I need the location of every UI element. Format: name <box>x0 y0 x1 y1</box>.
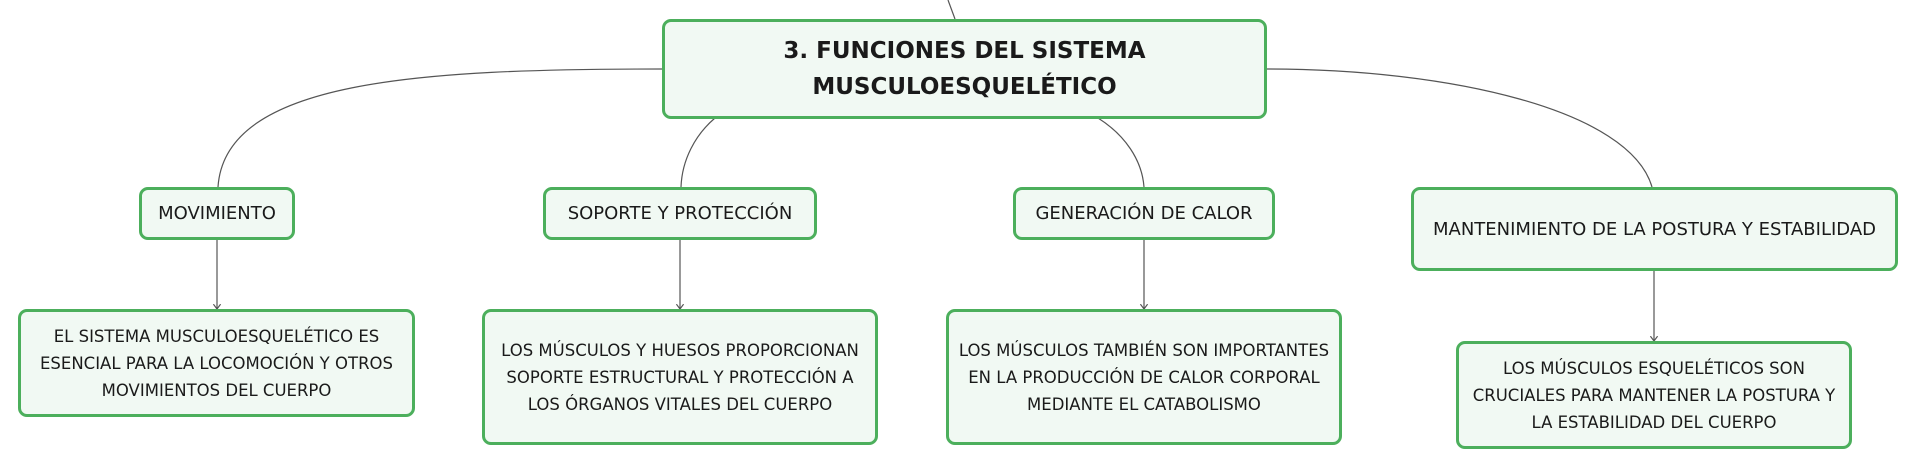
detail-node-postura-estabilidad[interactable]: LOS MÚSCULOS ESQUELÉTICOS SON CRUCIALES … <box>1456 341 1852 449</box>
connector-root-to-soporte <box>680 117 716 188</box>
detail-line: LA ESTABILIDAD DEL CUERPO <box>1531 412 1777 432</box>
branch-node-postura-estabilidad[interactable]: MANTENIMIENTO DE LA POSTURA Y ESTABILIDA… <box>1411 187 1898 271</box>
detail-line: LOS MÚSCULOS Y HUESOS PROPORCIONAN <box>501 340 859 360</box>
detail-line: EL SISTEMA MUSCULOESQUELÉTICO ES <box>53 326 380 346</box>
connector-root-to-generacion <box>1097 117 1145 188</box>
detail-line: MOVIMIENTOS DEL CUERPO <box>101 380 332 400</box>
detail-line: CRUCIALES PARA MANTENER LA POSTURA Y <box>1472 385 1836 405</box>
root-node[interactable]: 3. FUNCIONES DEL SISTEMA MUSCULOESQUELÉT… <box>662 19 1267 119</box>
branch-node-movimiento[interactable]: MOVIMIENTO <box>139 187 295 240</box>
connector-root-to-postura <box>1266 68 1653 188</box>
detail-line: SOPORTE ESTRUCTURAL Y PROTECCIÓN A <box>506 367 854 387</box>
branch-node-generacion-calor[interactable]: GENERACIÓN DE CALOR <box>1013 187 1275 240</box>
detail-line: ESENCIAL PARA LA LOCOMOCIÓN Y OTROS <box>40 353 393 373</box>
branch-label: MOVIMIENTO <box>158 203 276 224</box>
detail-line: LOS ÓRGANOS VITALES DEL CUERPO <box>527 394 833 414</box>
detail-node-soporte-proteccion[interactable]: LOS MÚSCULOS Y HUESOS PROPORCIONAN SOPOR… <box>482 309 878 445</box>
detail-line: LOS MÚSCULOS ESQUELÉTICOS SON <box>1502 358 1805 378</box>
detail-node-movimiento[interactable]: EL SISTEMA MUSCULOESQUELÉTICO ES ESENCIA… <box>18 309 415 417</box>
connector-root-to-movimiento <box>217 68 663 188</box>
connector-parent-to-root <box>947 0 956 20</box>
branch-label: SOPORTE Y PROTECCIÓN <box>567 203 793 224</box>
branch-label: GENERACIÓN DE CALOR <box>1035 203 1253 224</box>
detail-line: EN LA PRODUCCIÓN DE CALOR CORPORAL <box>968 367 1320 387</box>
root-title-line1: 3. FUNCIONES DEL SISTEMA <box>783 38 1146 64</box>
detail-node-generacion-calor[interactable]: LOS MÚSCULOS TAMBIÉN SON IMPORTANTES EN … <box>946 309 1342 445</box>
root-title-line2: MUSCULOESQUELÉTICO <box>812 74 1117 100</box>
branch-label: MANTENIMIENTO DE LA POSTURA Y ESTABILIDA… <box>1432 218 1876 240</box>
branch-node-soporte-proteccion[interactable]: SOPORTE Y PROTECCIÓN <box>543 187 817 240</box>
detail-line: LOS MÚSCULOS TAMBIÉN SON IMPORTANTES <box>958 340 1330 360</box>
detail-line: MEDIANTE EL CATABOLISMO <box>1027 394 1261 414</box>
